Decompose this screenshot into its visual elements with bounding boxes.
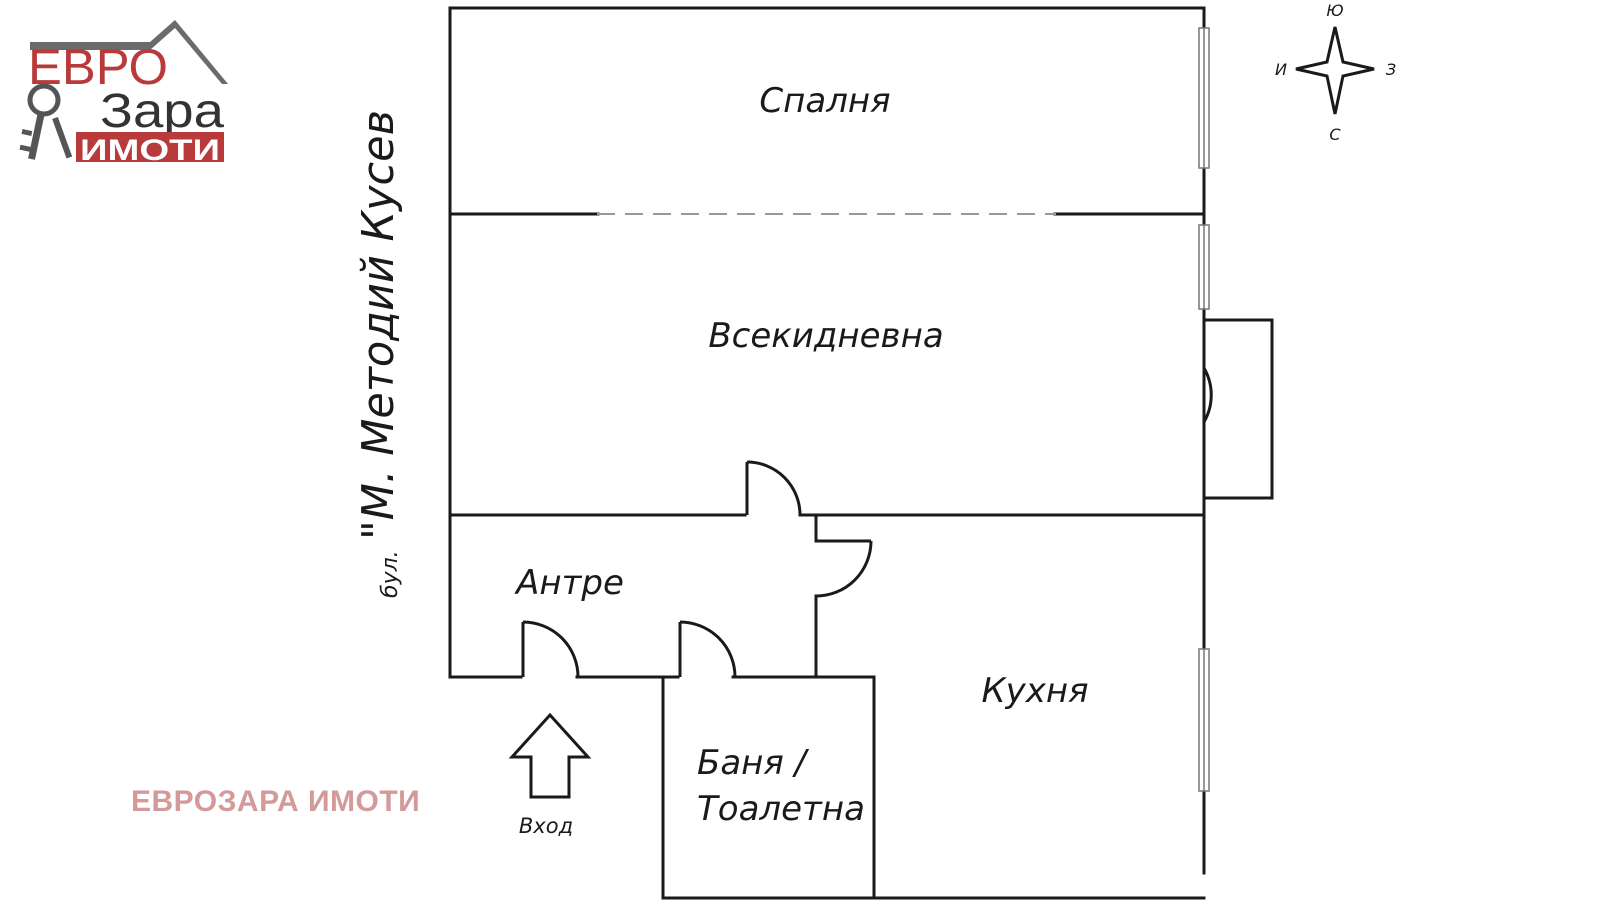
door-balcony bbox=[1202, 367, 1213, 423]
doors bbox=[521, 367, 1213, 678]
balcony-niche bbox=[1202, 318, 1274, 500]
street-label-group: бул. "М. Методий Кусев bbox=[353, 110, 404, 598]
logo-line-evro: ЕВРО bbox=[28, 39, 168, 95]
watermark-text: ЕВРОЗАРА ИМОТИ bbox=[131, 785, 421, 818]
compass-star-icon bbox=[1295, 26, 1375, 115]
walls bbox=[448, 6, 1274, 900]
logo-line-zara: Зара bbox=[100, 85, 224, 138]
door-bathroom bbox=[678, 620, 737, 678]
logo-line-imoti: ИМОТИ bbox=[80, 134, 220, 167]
room-label-bathroom-line1: Баня / bbox=[697, 743, 810, 783]
door-living bbox=[745, 460, 802, 516]
room-label-entrance-hall: Антре bbox=[514, 563, 624, 603]
door-kitchen bbox=[815, 539, 873, 598]
street-name: "М. Методий Кусев bbox=[353, 110, 404, 540]
company-logo: ЕВРО Зара ИМОТИ bbox=[19, 20, 228, 167]
room-label-bedroom: Спалня bbox=[759, 81, 890, 121]
logo-key-icon bbox=[19, 83, 73, 160]
entrance-label: Вход bbox=[519, 814, 573, 838]
compass-west: И bbox=[1275, 60, 1287, 79]
room-label-bathroom-line2: Тоалетна bbox=[697, 789, 865, 829]
compass-east: З bbox=[1386, 60, 1396, 79]
door-entrance bbox=[521, 620, 580, 678]
compass-north: Ю bbox=[1326, 1, 1343, 20]
room-label-living-room: Всекидневна bbox=[708, 316, 943, 356]
windows bbox=[1198, 27, 1210, 792]
compass-south: С bbox=[1329, 125, 1341, 144]
street-prefix: бул. bbox=[378, 550, 403, 598]
room-label-kitchen: Кухня bbox=[981, 671, 1088, 711]
logo-imoti-band bbox=[76, 132, 224, 162]
arrow-up-icon bbox=[508, 712, 592, 799]
